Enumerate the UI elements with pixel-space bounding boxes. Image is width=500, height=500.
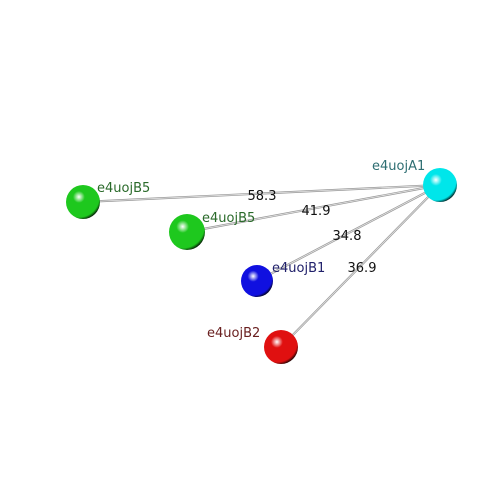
distance-label: 34.8 (333, 229, 362, 244)
distance-label: 36.9 (348, 261, 377, 276)
distance-line-highlight (186, 184, 441, 233)
distance-line-highlight (256, 184, 441, 282)
atom-sphere-B1[interactable] (241, 265, 273, 297)
atom-label-B5a: e4uojB5 (97, 181, 150, 196)
atom-label-B5b: e4uojB5 (202, 211, 255, 226)
distance-label: 58.3 (248, 189, 277, 204)
atom-label-B1: e4uojB1 (272, 261, 325, 276)
distance-label: 41.9 (302, 204, 331, 219)
atom-sphere-B2[interactable] (264, 330, 298, 364)
atom-sphere-B5b[interactable] (169, 214, 205, 250)
distance-line-highlight (82, 184, 441, 203)
distance-line-highlight (280, 184, 441, 348)
atom-sphere-B5a[interactable] (66, 185, 100, 219)
atom-sphere-A1[interactable] (423, 168, 457, 202)
atom-label-A1: e4uojA1 (372, 159, 425, 174)
atom-label-B2: e4uojB2 (207, 326, 260, 341)
